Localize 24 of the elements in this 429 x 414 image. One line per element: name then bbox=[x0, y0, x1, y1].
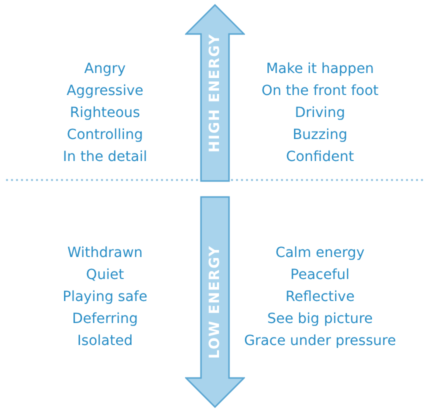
up-arrow bbox=[185, 4, 245, 182]
mood-label: In the detail bbox=[62, 148, 148, 167]
mood-label: Driving bbox=[294, 104, 346, 123]
mood-label: Deferring bbox=[71, 310, 139, 329]
mood-label: Playing safe bbox=[62, 288, 148, 307]
mood-label: Controlling bbox=[66, 126, 144, 145]
mood-label: Confident bbox=[285, 148, 355, 167]
mood-label: Aggressive bbox=[66, 82, 144, 101]
mood-label: On the front foot bbox=[260, 82, 380, 101]
mood-label: Make it happen bbox=[265, 60, 375, 79]
down-arrow bbox=[185, 196, 245, 408]
mood-label: Righteous bbox=[68, 104, 142, 123]
mood-label: Reflective bbox=[284, 288, 356, 307]
mood-label: Withdrawn bbox=[66, 244, 144, 263]
mood-label: See big picture bbox=[266, 310, 374, 329]
mood-label: Peaceful bbox=[289, 266, 351, 285]
arrow-label: HIGH ENERGY bbox=[207, 34, 223, 152]
mood-label: Grace under pressure bbox=[243, 332, 397, 351]
mood-label: Angry bbox=[83, 60, 127, 79]
mood-label: Buzzing bbox=[292, 126, 348, 145]
mood-label: Quiet bbox=[85, 266, 125, 285]
mood-label: Calm energy bbox=[274, 244, 366, 263]
mood-label: Isolated bbox=[76, 332, 134, 351]
arrow-label: LOW ENERGY bbox=[207, 245, 223, 359]
